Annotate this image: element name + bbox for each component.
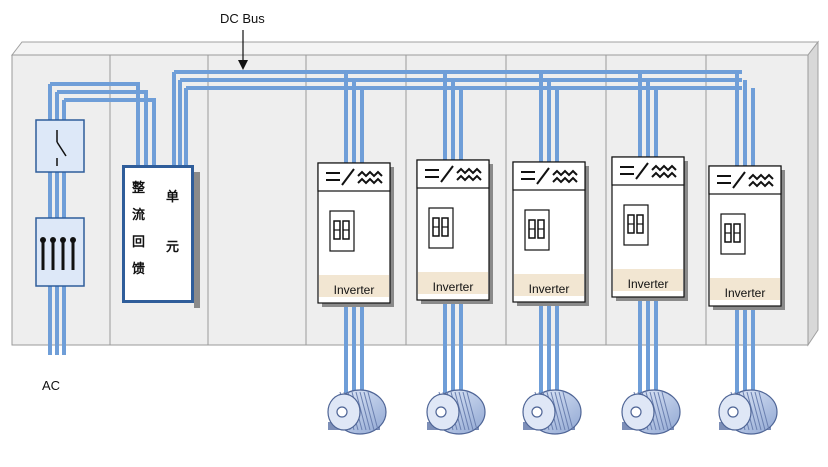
motor-icon bbox=[426, 389, 486, 435]
inverter-label-2: Inverter bbox=[432, 280, 474, 294]
inverter-module bbox=[512, 72, 589, 435]
rectifier-unit bbox=[122, 165, 200, 308]
rectifier-char-1: 整 bbox=[132, 181, 146, 196]
rectifier-char-3: 回 bbox=[132, 235, 146, 250]
cabinet-section bbox=[11, 54, 111, 346]
inverter-label-1: Inverter bbox=[333, 283, 375, 297]
dc-bus-label: DC Bus bbox=[220, 11, 265, 26]
inverter-module bbox=[317, 72, 394, 435]
inverter-label-4: Inverter bbox=[627, 277, 669, 291]
display-panel bbox=[720, 213, 746, 255]
motor-icon bbox=[522, 389, 582, 435]
inverter-group bbox=[317, 72, 785, 435]
inverter-label-5: Inverter bbox=[724, 286, 766, 300]
rectifier-char-6: 元 bbox=[166, 240, 180, 255]
inverter-module bbox=[416, 72, 493, 435]
rectifier-char-4: 馈 bbox=[132, 262, 146, 277]
cabinet-section bbox=[207, 54, 307, 346]
dc-bus-arrow bbox=[238, 30, 248, 70]
inverter-module bbox=[708, 72, 785, 435]
motor-icon bbox=[621, 389, 681, 435]
inverter-label-3: Inverter bbox=[528, 282, 570, 296]
rectifier-char-2: 流 bbox=[132, 208, 146, 223]
ac-dc-symbol bbox=[620, 162, 677, 180]
cabinet-side bbox=[807, 40, 819, 347]
ac-dc-symbol bbox=[425, 165, 482, 183]
ac-dc-symbol bbox=[326, 168, 383, 186]
display-panel bbox=[329, 210, 355, 252]
disconnect-switch bbox=[35, 119, 85, 173]
motor-icon bbox=[327, 389, 387, 435]
ac-dc-symbol bbox=[717, 171, 774, 189]
ac-label: AC bbox=[42, 378, 61, 393]
fuse-block bbox=[35, 217, 85, 287]
rectifier-char-5: 单 bbox=[166, 190, 180, 205]
ac-dc-symbol bbox=[521, 167, 578, 185]
inverter-module bbox=[611, 72, 688, 435]
motor-icon bbox=[718, 389, 778, 435]
cabinet-top bbox=[10, 41, 820, 56]
